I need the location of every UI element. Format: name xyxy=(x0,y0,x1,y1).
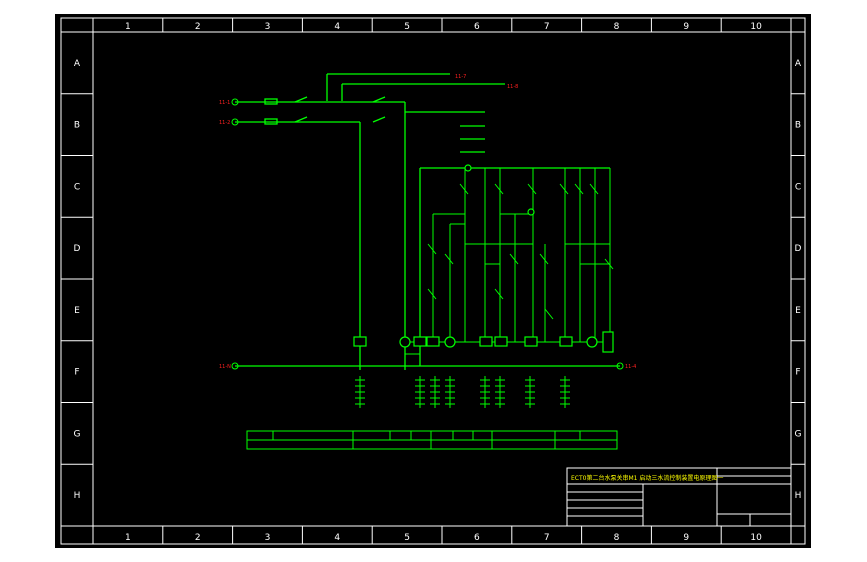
grid-label: 3 xyxy=(265,22,271,32)
grid-label: 9 xyxy=(683,533,689,543)
grid-label: B xyxy=(74,121,80,131)
grid-label: 6 xyxy=(474,533,480,543)
title-block-rows xyxy=(567,491,643,517)
spec-table xyxy=(246,430,618,450)
grid-label: F xyxy=(74,368,79,378)
title-block-title: ECT0第二台水泵关串M1 启动三水流控制装置电原理图一 xyxy=(571,474,723,482)
control-circuits xyxy=(405,168,614,355)
grid-label: 3 xyxy=(265,533,271,543)
grid-label: F xyxy=(795,368,800,378)
grid-label: A xyxy=(74,59,81,69)
power-bus xyxy=(235,73,620,370)
grid-label: 2 xyxy=(195,533,201,543)
grid-label: G xyxy=(74,429,81,439)
grid-ticks xyxy=(61,18,805,544)
outer-border xyxy=(60,17,806,545)
grid-label: 7 xyxy=(544,533,550,543)
feeder-label-lower: 11-8 xyxy=(507,84,518,90)
grid-label: 9 xyxy=(683,22,689,32)
grid-label: 5 xyxy=(404,22,410,32)
terminal-label-l1: 11-1 xyxy=(219,100,230,106)
grid-label: 10 xyxy=(750,533,762,543)
grid-label: 6 xyxy=(474,22,480,32)
grid-label: C xyxy=(795,182,801,192)
terminal-label-l2: 11-2 xyxy=(219,120,230,126)
grid-label: 4 xyxy=(334,533,340,543)
grid-label: E xyxy=(795,306,801,316)
grid-label: 2 xyxy=(195,22,201,32)
grid-label: B xyxy=(795,121,801,131)
terminal-label-n: 11-N xyxy=(219,364,231,370)
grid-label: 7 xyxy=(544,22,550,32)
grid-label: 5 xyxy=(404,533,410,543)
terminal-label-l1-out: 11-4 xyxy=(625,364,636,370)
coil-row xyxy=(353,164,614,353)
grid-label: G xyxy=(795,429,802,439)
feeder-label-upper: 11-7 xyxy=(455,74,466,80)
grid-label: 4 xyxy=(334,22,340,32)
contact-tables xyxy=(355,376,570,408)
grid-label: 8 xyxy=(614,533,620,543)
title-block xyxy=(566,467,792,527)
grid-label: H xyxy=(795,491,802,501)
terminal-labels: 11-1 11-2 11-N 11-4 11-7 11-8 xyxy=(219,74,636,370)
grid-label: E xyxy=(74,306,80,316)
grid-label: H xyxy=(74,491,81,501)
grid-label: 1 xyxy=(125,22,131,32)
grid-label: 1 xyxy=(125,533,131,543)
grid-label: D xyxy=(74,244,81,254)
terminal-symbols xyxy=(231,98,624,370)
grid-label: A xyxy=(795,59,802,69)
inner-border xyxy=(92,31,792,527)
grid-label: D xyxy=(795,244,802,254)
grid-label: 10 xyxy=(750,22,762,32)
grid-label: 8 xyxy=(614,22,620,32)
grid-label: C xyxy=(74,182,80,192)
